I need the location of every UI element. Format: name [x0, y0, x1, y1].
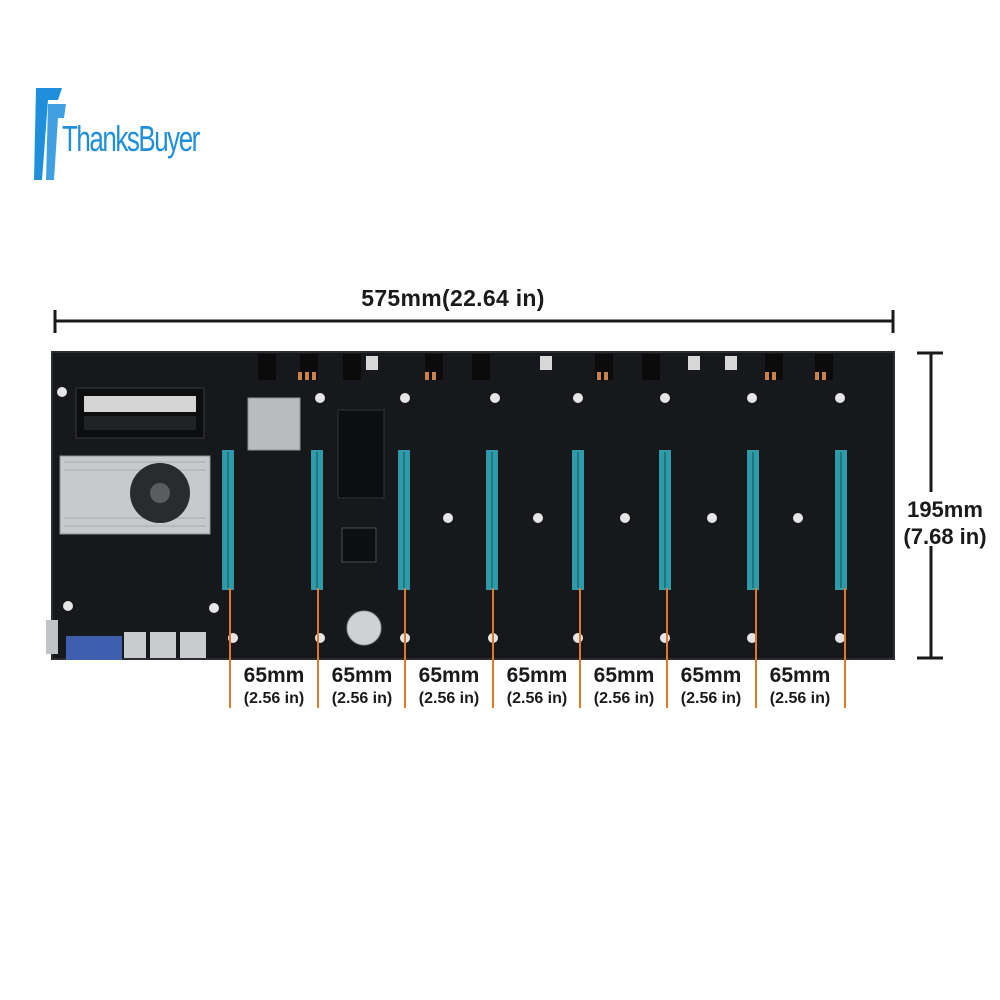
board-height-label: 195mm (7.68 in) [890, 496, 1000, 550]
io-ports [46, 620, 206, 660]
slot-spacing-in: (2.56 in) [243, 690, 305, 707]
slot-spacing-in: (2.56 in) [506, 690, 568, 707]
height-dimension-line [917, 351, 943, 660]
slot-guide-lines [229, 588, 846, 708]
slot-spacing-in: (2.56 in) [331, 690, 393, 707]
cpu-cooler [59, 455, 211, 535]
brand-name: ThanksBuyer [62, 118, 200, 159]
slot-spacing-label-6: 65mm (2.56 in) [667, 664, 755, 710]
slot-spacing-label-7: 65mm (2.56 in) [756, 664, 844, 710]
slot-spacing-label-1: 65mm (2.56 in) [230, 664, 318, 710]
m2-slot [337, 409, 385, 499]
slot-spacing-mm: 65mm [680, 664, 742, 687]
cmos-battery [346, 610, 382, 646]
slot-spacing-in: (2.56 in) [418, 690, 480, 707]
slot-spacing-mm: 65mm [243, 664, 305, 687]
brand-logo-icon [34, 88, 66, 180]
slot-spacing-mm: 65mm [506, 664, 568, 687]
slot-spacing-mm: 65mm [331, 664, 393, 687]
slot-spacing-in: (2.56 in) [769, 690, 831, 707]
slot-spacing-label-5: 65mm (2.56 in) [580, 664, 668, 710]
slot-spacing-mm: 65mm [769, 664, 831, 687]
slot-spacing-in: (2.56 in) [680, 690, 742, 707]
slot-spacing-mm: 65mm [418, 664, 480, 687]
power-connectors [258, 354, 833, 380]
board-height-in: (7.68 in) [903, 524, 987, 549]
chipset-heatsink [247, 397, 301, 451]
chip [341, 527, 377, 563]
slot-spacing-mm: 65mm [593, 664, 655, 687]
board-height-mm: 195mm [907, 497, 983, 522]
slot-spacing-label-3: 65mm (2.56 in) [405, 664, 493, 710]
memory-slot [75, 387, 205, 439]
slot-spacing-label-4: 65mm (2.56 in) [493, 664, 581, 710]
slot-spacing-label-2: 65mm (2.56 in) [318, 664, 406, 710]
slot-spacing-in: (2.56 in) [593, 690, 655, 707]
width-dimension-line [53, 310, 895, 333]
board-width-label: 575mm(22.64 in) [361, 285, 545, 311]
